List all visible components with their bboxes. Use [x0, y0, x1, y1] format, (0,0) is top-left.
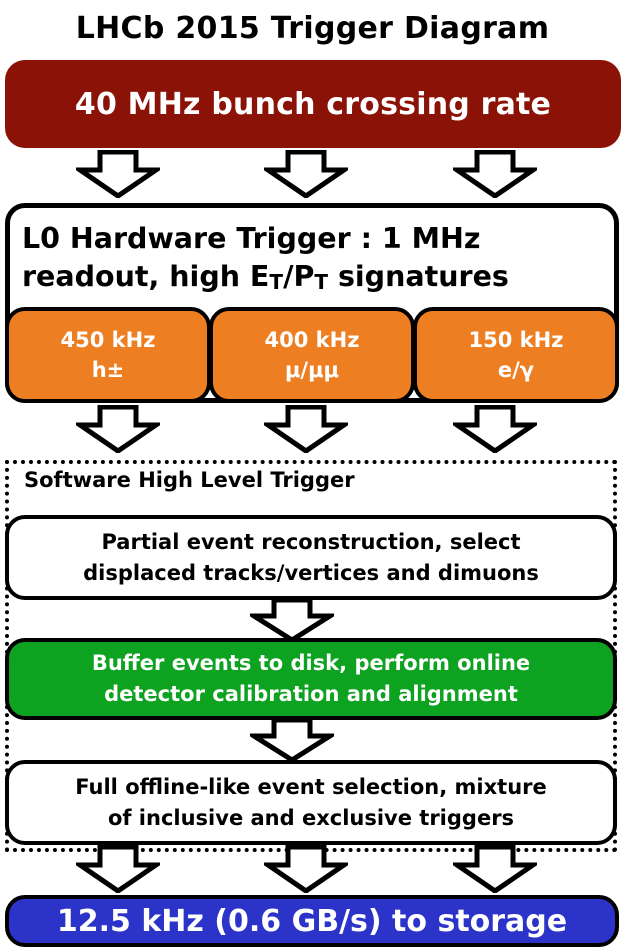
down-arrow-icon [76, 845, 160, 893]
hlt-step-calibration: Buffer events to disk, perform online de… [5, 638, 617, 720]
output-rate-text: 12.5 kHz (0.6 GB/s) to storage [56, 903, 568, 939]
step-line-2: of inclusive and exclusive triggers [107, 805, 515, 830]
down-arrow-icon [264, 845, 348, 893]
down-arrow-icon [264, 405, 348, 453]
l0-description: L0 Hardware Trigger : 1 MHz readout, hig… [22, 220, 509, 301]
rate-value: 400 kHz [264, 328, 360, 352]
l0-rate-hadron: 450 kHz h± [5, 307, 211, 403]
rate-value: 450 kHz [60, 328, 156, 352]
input-rate-banner: 40 MHz bunch crossing rate [5, 60, 621, 148]
l0-line-1: L0 Hardware Trigger : 1 MHz [22, 222, 481, 255]
particle-label: μ/μμ [284, 358, 340, 382]
l0-rate-electron-photon: 150 kHz e/γ [413, 307, 619, 403]
down-arrow-icon [76, 405, 160, 453]
step-line-1: Full offline-like event selection, mixtu… [75, 774, 547, 799]
l0-line-2: readout, high ET/PT signatures [22, 260, 509, 294]
down-arrow-icon [453, 150, 537, 198]
step-line-2: displaced tracks/vertices and dimuons [83, 560, 539, 585]
diagram-title: LHCb 2015 Trigger Diagram [75, 11, 550, 46]
down-arrow-icon [453, 845, 537, 893]
step-line-2: detector calibration and alignment [104, 682, 518, 706]
down-arrow-icon [250, 718, 334, 762]
hlt-step-reconstruction: Partial event reconstruction, select dis… [5, 515, 617, 600]
down-arrow-icon [76, 150, 160, 198]
down-arrow-icon [453, 405, 537, 453]
output-rate-banner: 12.5 kHz (0.6 GB/s) to storage [5, 895, 619, 947]
input-rate-text: 40 MHz bunch crossing rate [74, 86, 552, 122]
l0-rate-muon: 400 kHz μ/μμ [209, 307, 415, 403]
step-line-1: Buffer events to disk, perform online [91, 651, 531, 675]
hlt-step-selection: Full offline-like event selection, mixtu… [5, 760, 617, 845]
rate-value: 150 kHz [468, 328, 564, 352]
hlt-label: Software High Level Trigger [24, 468, 355, 492]
down-arrow-icon [250, 598, 334, 642]
down-arrow-icon [264, 150, 348, 198]
particle-label: e/γ [497, 358, 535, 382]
step-line-1: Partial event reconstruction, select [101, 529, 521, 554]
particle-label: h± [91, 358, 125, 382]
